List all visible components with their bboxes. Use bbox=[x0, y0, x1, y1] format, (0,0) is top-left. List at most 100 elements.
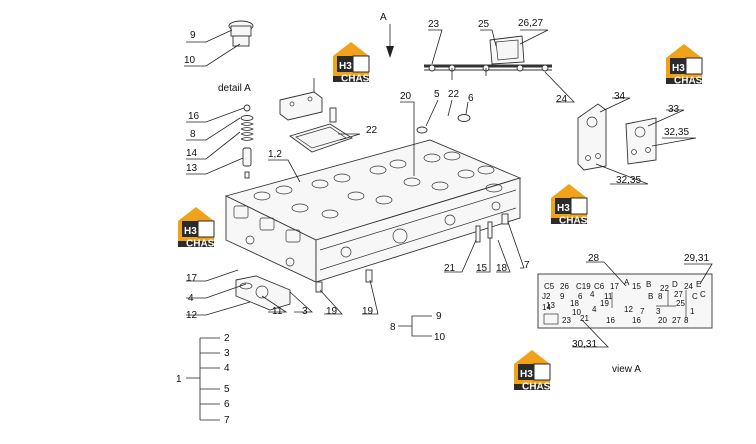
svg-text:8: 8 bbox=[390, 322, 396, 333]
svg-text:34: 34 bbox=[614, 91, 626, 102]
brand-logo: H3 CHAS bbox=[550, 183, 588, 227]
brand-logo: H3 CHAS bbox=[665, 43, 703, 87]
valve-assembly-part bbox=[240, 104, 254, 179]
cylinder-head-assembly bbox=[224, 139, 522, 311]
svg-text:B: B bbox=[648, 292, 653, 301]
bracket-part bbox=[279, 78, 337, 123]
svg-text:3: 3 bbox=[224, 348, 230, 359]
valve-cap-part bbox=[228, 20, 254, 47]
rail-part bbox=[424, 35, 552, 80]
svg-text:C: C bbox=[692, 292, 698, 301]
view-a-title: view A bbox=[612, 364, 641, 375]
svg-text:H3: H3 bbox=[339, 61, 352, 72]
brand-logo: H3 CHAS bbox=[513, 349, 551, 393]
svg-text:C19: C19 bbox=[576, 282, 591, 291]
svg-text:10: 10 bbox=[184, 55, 196, 66]
svg-text:2: 2 bbox=[224, 333, 230, 344]
svg-text:H3: H3 bbox=[184, 226, 197, 237]
svg-text:17: 17 bbox=[186, 273, 198, 284]
svg-text:CHAS: CHAS bbox=[186, 239, 215, 250]
svg-text:6: 6 bbox=[468, 93, 474, 104]
view-a-panel: C5 26 C19 C6 17 15 B 22 D 24 E J2 9 6 4 … bbox=[537, 273, 713, 329]
svg-text:5: 5 bbox=[224, 384, 230, 395]
svg-text:16: 16 bbox=[632, 316, 641, 325]
svg-text:19: 19 bbox=[362, 306, 374, 317]
svg-text:6: 6 bbox=[224, 399, 230, 410]
svg-text:7: 7 bbox=[224, 415, 230, 426]
callout-numbers: 9 10 16 8 14 13 1,2 22 20 5 22 6 23 25 2… bbox=[176, 18, 709, 426]
gasket-part bbox=[289, 123, 354, 153]
svg-text:28: 28 bbox=[588, 253, 600, 264]
svg-text:25: 25 bbox=[676, 299, 685, 308]
svg-text:4: 4 bbox=[224, 363, 230, 374]
svg-text:8: 8 bbox=[684, 316, 689, 325]
svg-text:9: 9 bbox=[436, 311, 442, 322]
svg-text:10: 10 bbox=[572, 308, 581, 317]
svg-text:19: 19 bbox=[600, 299, 609, 308]
svg-text:1: 1 bbox=[176, 374, 182, 385]
view-direction-arrow: A bbox=[380, 12, 394, 58]
svg-text:17: 17 bbox=[610, 282, 619, 291]
svg-text:8: 8 bbox=[190, 129, 196, 140]
svg-text:CHAS: CHAS bbox=[559, 216, 588, 227]
svg-text:H3: H3 bbox=[557, 203, 570, 214]
svg-text:9: 9 bbox=[190, 30, 196, 41]
svg-text:32,35: 32,35 bbox=[664, 127, 689, 138]
svg-text:J2: J2 bbox=[542, 292, 551, 301]
svg-text:C6: C6 bbox=[594, 282, 605, 291]
svg-text:9: 9 bbox=[560, 292, 565, 301]
svg-text:16: 16 bbox=[188, 111, 200, 122]
svg-text:3: 3 bbox=[302, 306, 308, 317]
bracket-34-part bbox=[577, 103, 607, 171]
svg-text:4: 4 bbox=[590, 290, 595, 299]
svg-text:8: 8 bbox=[658, 292, 663, 301]
svg-text:B: B bbox=[646, 280, 651, 289]
svg-text:CHAS: CHAS bbox=[341, 74, 370, 85]
svg-text:24: 24 bbox=[684, 282, 693, 291]
svg-text:20: 20 bbox=[400, 91, 412, 102]
svg-text:CHAS: CHAS bbox=[674, 76, 703, 87]
svg-text:18: 18 bbox=[496, 263, 508, 274]
svg-text:CHAS: CHAS bbox=[522, 382, 551, 393]
svg-text:3: 3 bbox=[656, 307, 661, 316]
svg-text:14: 14 bbox=[542, 303, 551, 312]
svg-text:7: 7 bbox=[640, 307, 645, 316]
svg-text:H3: H3 bbox=[520, 369, 533, 380]
svg-text:21: 21 bbox=[444, 263, 456, 274]
svg-text:A: A bbox=[380, 12, 387, 23]
svg-text:10: 10 bbox=[434, 332, 446, 343]
svg-text:12: 12 bbox=[624, 305, 633, 314]
svg-text:26,27: 26,27 bbox=[518, 18, 543, 29]
svg-text:22: 22 bbox=[366, 125, 378, 136]
svg-text:14: 14 bbox=[186, 148, 198, 159]
svg-text:23: 23 bbox=[428, 19, 440, 30]
svg-text:A: A bbox=[624, 278, 630, 287]
leader-lines bbox=[184, 29, 713, 421]
svg-text:6: 6 bbox=[578, 292, 583, 301]
svg-text:E: E bbox=[696, 280, 701, 289]
svg-text:1: 1 bbox=[690, 307, 695, 316]
svg-text:23: 23 bbox=[562, 316, 571, 325]
view-a-pin-labels: C5 26 C19 C6 17 15 B 22 D 24 E J2 9 6 4 … bbox=[542, 278, 706, 325]
svg-text:13: 13 bbox=[546, 301, 555, 310]
svg-text:24: 24 bbox=[556, 94, 568, 105]
svg-text:12: 12 bbox=[186, 310, 198, 321]
svg-text:H3: H3 bbox=[672, 63, 685, 74]
svg-text:5: 5 bbox=[434, 89, 440, 100]
svg-text:16: 16 bbox=[606, 316, 615, 325]
svg-text:15: 15 bbox=[632, 282, 641, 291]
svg-text:26: 26 bbox=[560, 282, 569, 291]
svg-text:19: 19 bbox=[326, 306, 338, 317]
svg-text:15: 15 bbox=[476, 263, 488, 274]
svg-text:22: 22 bbox=[448, 89, 460, 100]
svg-text:4: 4 bbox=[188, 293, 194, 304]
svg-text:33: 33 bbox=[668, 104, 680, 115]
svg-text:4: 4 bbox=[592, 305, 597, 314]
svg-text:18: 18 bbox=[570, 299, 579, 308]
svg-text:27: 27 bbox=[674, 290, 683, 299]
svg-text:C5: C5 bbox=[544, 282, 555, 291]
brand-logo: H3 CHAS bbox=[177, 206, 215, 250]
svg-text:20: 20 bbox=[658, 316, 667, 325]
svg-text:25: 25 bbox=[478, 19, 490, 30]
svg-text:7: 7 bbox=[524, 260, 530, 271]
